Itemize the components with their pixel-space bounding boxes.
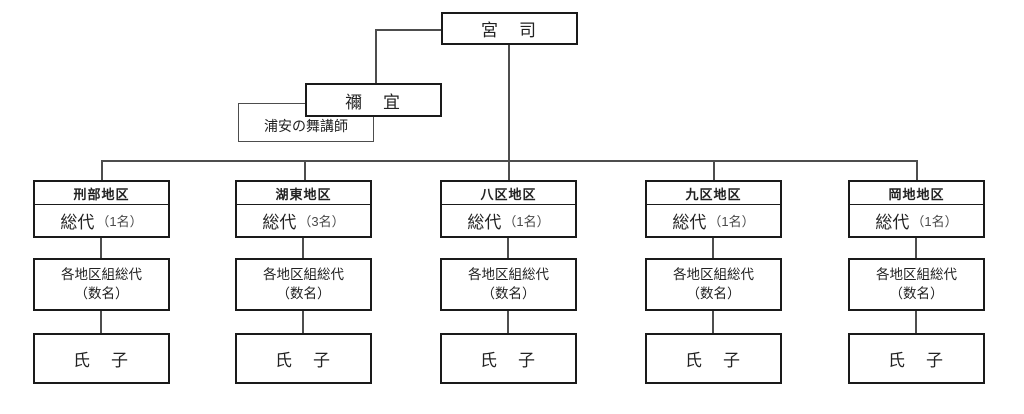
kumi-sodai-line2: （数名）	[74, 285, 129, 301]
kumi-sodai-line1: 各地区組総代	[61, 266, 142, 282]
sodai-count: （3名）	[298, 214, 345, 229]
district-name: 八区地区	[442, 182, 575, 205]
ujiko-box: 氏 子	[33, 333, 170, 384]
connector-line	[100, 311, 102, 333]
kumi-sodai-line1: 各地区組総代	[468, 266, 549, 282]
sodai-role: 総代	[467, 213, 502, 232]
district-box: 岡地地区 総代 （1名）	[848, 180, 985, 238]
connector-guji-negi-vertical	[375, 29, 377, 83]
connector-line	[100, 238, 102, 258]
negi-box: 禰 宜	[305, 83, 442, 117]
district-box: 湖東地区 総代 （3名）	[235, 180, 372, 238]
sodai-count: （1名）	[503, 214, 550, 229]
kumi-sodai-line1: 各地区組総代	[263, 266, 344, 282]
negi-label: 禰 宜	[345, 92, 402, 112]
sodai-role: 総代	[262, 213, 297, 232]
kumi-sodai-line1: 各地区組総代	[673, 266, 754, 282]
district-name: 刑部地区	[35, 182, 168, 205]
kumi-sodai-box: 各地区組総代 （数名）	[440, 258, 577, 311]
ujiko-box: 氏 子	[645, 333, 782, 384]
kumi-sodai-box: 各地区組総代 （数名）	[645, 258, 782, 311]
district-name: 湖東地区	[237, 182, 370, 205]
connector-line	[507, 238, 509, 258]
connector-line	[302, 311, 304, 333]
ujiko-box: 氏 子	[235, 333, 372, 384]
urayasu-instructor-label: 浦安の舞講師	[264, 118, 348, 134]
ujiko-label: 氏 子	[73, 351, 130, 370]
connector-guji-negi-horizontal	[375, 29, 442, 31]
district-column-4: 九区地区 総代 （1名） 各地区組総代 （数名） 氏 子	[645, 180, 782, 386]
district-column-3: 八区地区 総代 （1名） 各地区組総代 （数名） 氏 子	[440, 180, 577, 386]
connector-line	[915, 311, 917, 333]
district-name: 九区地区	[647, 182, 780, 205]
chief-priest-label: 宮 司	[481, 21, 538, 40]
connector-line	[302, 238, 304, 258]
kumi-sodai-line2: （数名）	[889, 285, 944, 301]
connector-drop-column-1	[101, 160, 103, 180]
kumi-sodai-box: 各地区組総代 （数名）	[848, 258, 985, 311]
sodai-row: 総代 （1名）	[647, 205, 780, 236]
connector-drop-column-4	[713, 160, 715, 180]
ujiko-box: 氏 子	[848, 333, 985, 384]
district-column-1: 刑部地区 総代 （1名） 各地区組総代 （数名） 氏 子	[33, 180, 170, 386]
kumi-sodai-line1: 各地区組総代	[876, 266, 957, 282]
kumi-sodai-line2: （数名）	[686, 285, 741, 301]
connector-guji-bus-vertical	[508, 45, 510, 180]
sodai-role: 総代	[672, 213, 707, 232]
connector-line	[712, 311, 714, 333]
sodai-row: 総代 （1名）	[35, 205, 168, 236]
kumi-sodai-box: 各地区組総代 （数名）	[235, 258, 372, 311]
ujiko-label: 氏 子	[275, 351, 332, 370]
connector-drop-column-2	[304, 160, 306, 180]
ujiko-label: 氏 子	[685, 351, 742, 370]
ujiko-label: 氏 子	[888, 351, 945, 370]
chief-priest-box: 宮 司	[441, 12, 578, 45]
sodai-role: 総代	[60, 213, 95, 232]
district-column-2: 湖東地区 総代 （3名） 各地区組総代 （数名） 氏 子	[235, 180, 372, 386]
sodai-row: 総代 （3名）	[237, 205, 370, 236]
sodai-row: 総代 （1名）	[850, 205, 983, 236]
district-box: 刑部地区 総代 （1名）	[33, 180, 170, 238]
sodai-count: （1名）	[708, 214, 755, 229]
kumi-sodai-line2: （数名）	[481, 285, 536, 301]
kumi-sodai-box: 各地区組総代 （数名）	[33, 258, 170, 311]
sodai-count: （1名）	[96, 214, 143, 229]
district-column-5: 岡地地区 総代 （1名） 各地区組総代 （数名） 氏 子	[848, 180, 985, 386]
ujiko-box: 氏 子	[440, 333, 577, 384]
connector-bus-horizontal	[101, 160, 917, 162]
kumi-sodai-line2: （数名）	[276, 285, 331, 301]
district-name: 岡地地区	[850, 182, 983, 205]
connector-line	[915, 238, 917, 258]
district-box: 八区地区 総代 （1名）	[440, 180, 577, 238]
sodai-role: 総代	[875, 213, 910, 232]
sodai-count: （1名）	[911, 214, 958, 229]
connector-line	[507, 311, 509, 333]
connector-drop-column-5	[916, 160, 918, 180]
ujiko-label: 氏 子	[480, 351, 537, 370]
sodai-row: 総代 （1名）	[442, 205, 575, 236]
district-box: 九区地区 総代 （1名）	[645, 180, 782, 238]
connector-line	[712, 238, 714, 258]
